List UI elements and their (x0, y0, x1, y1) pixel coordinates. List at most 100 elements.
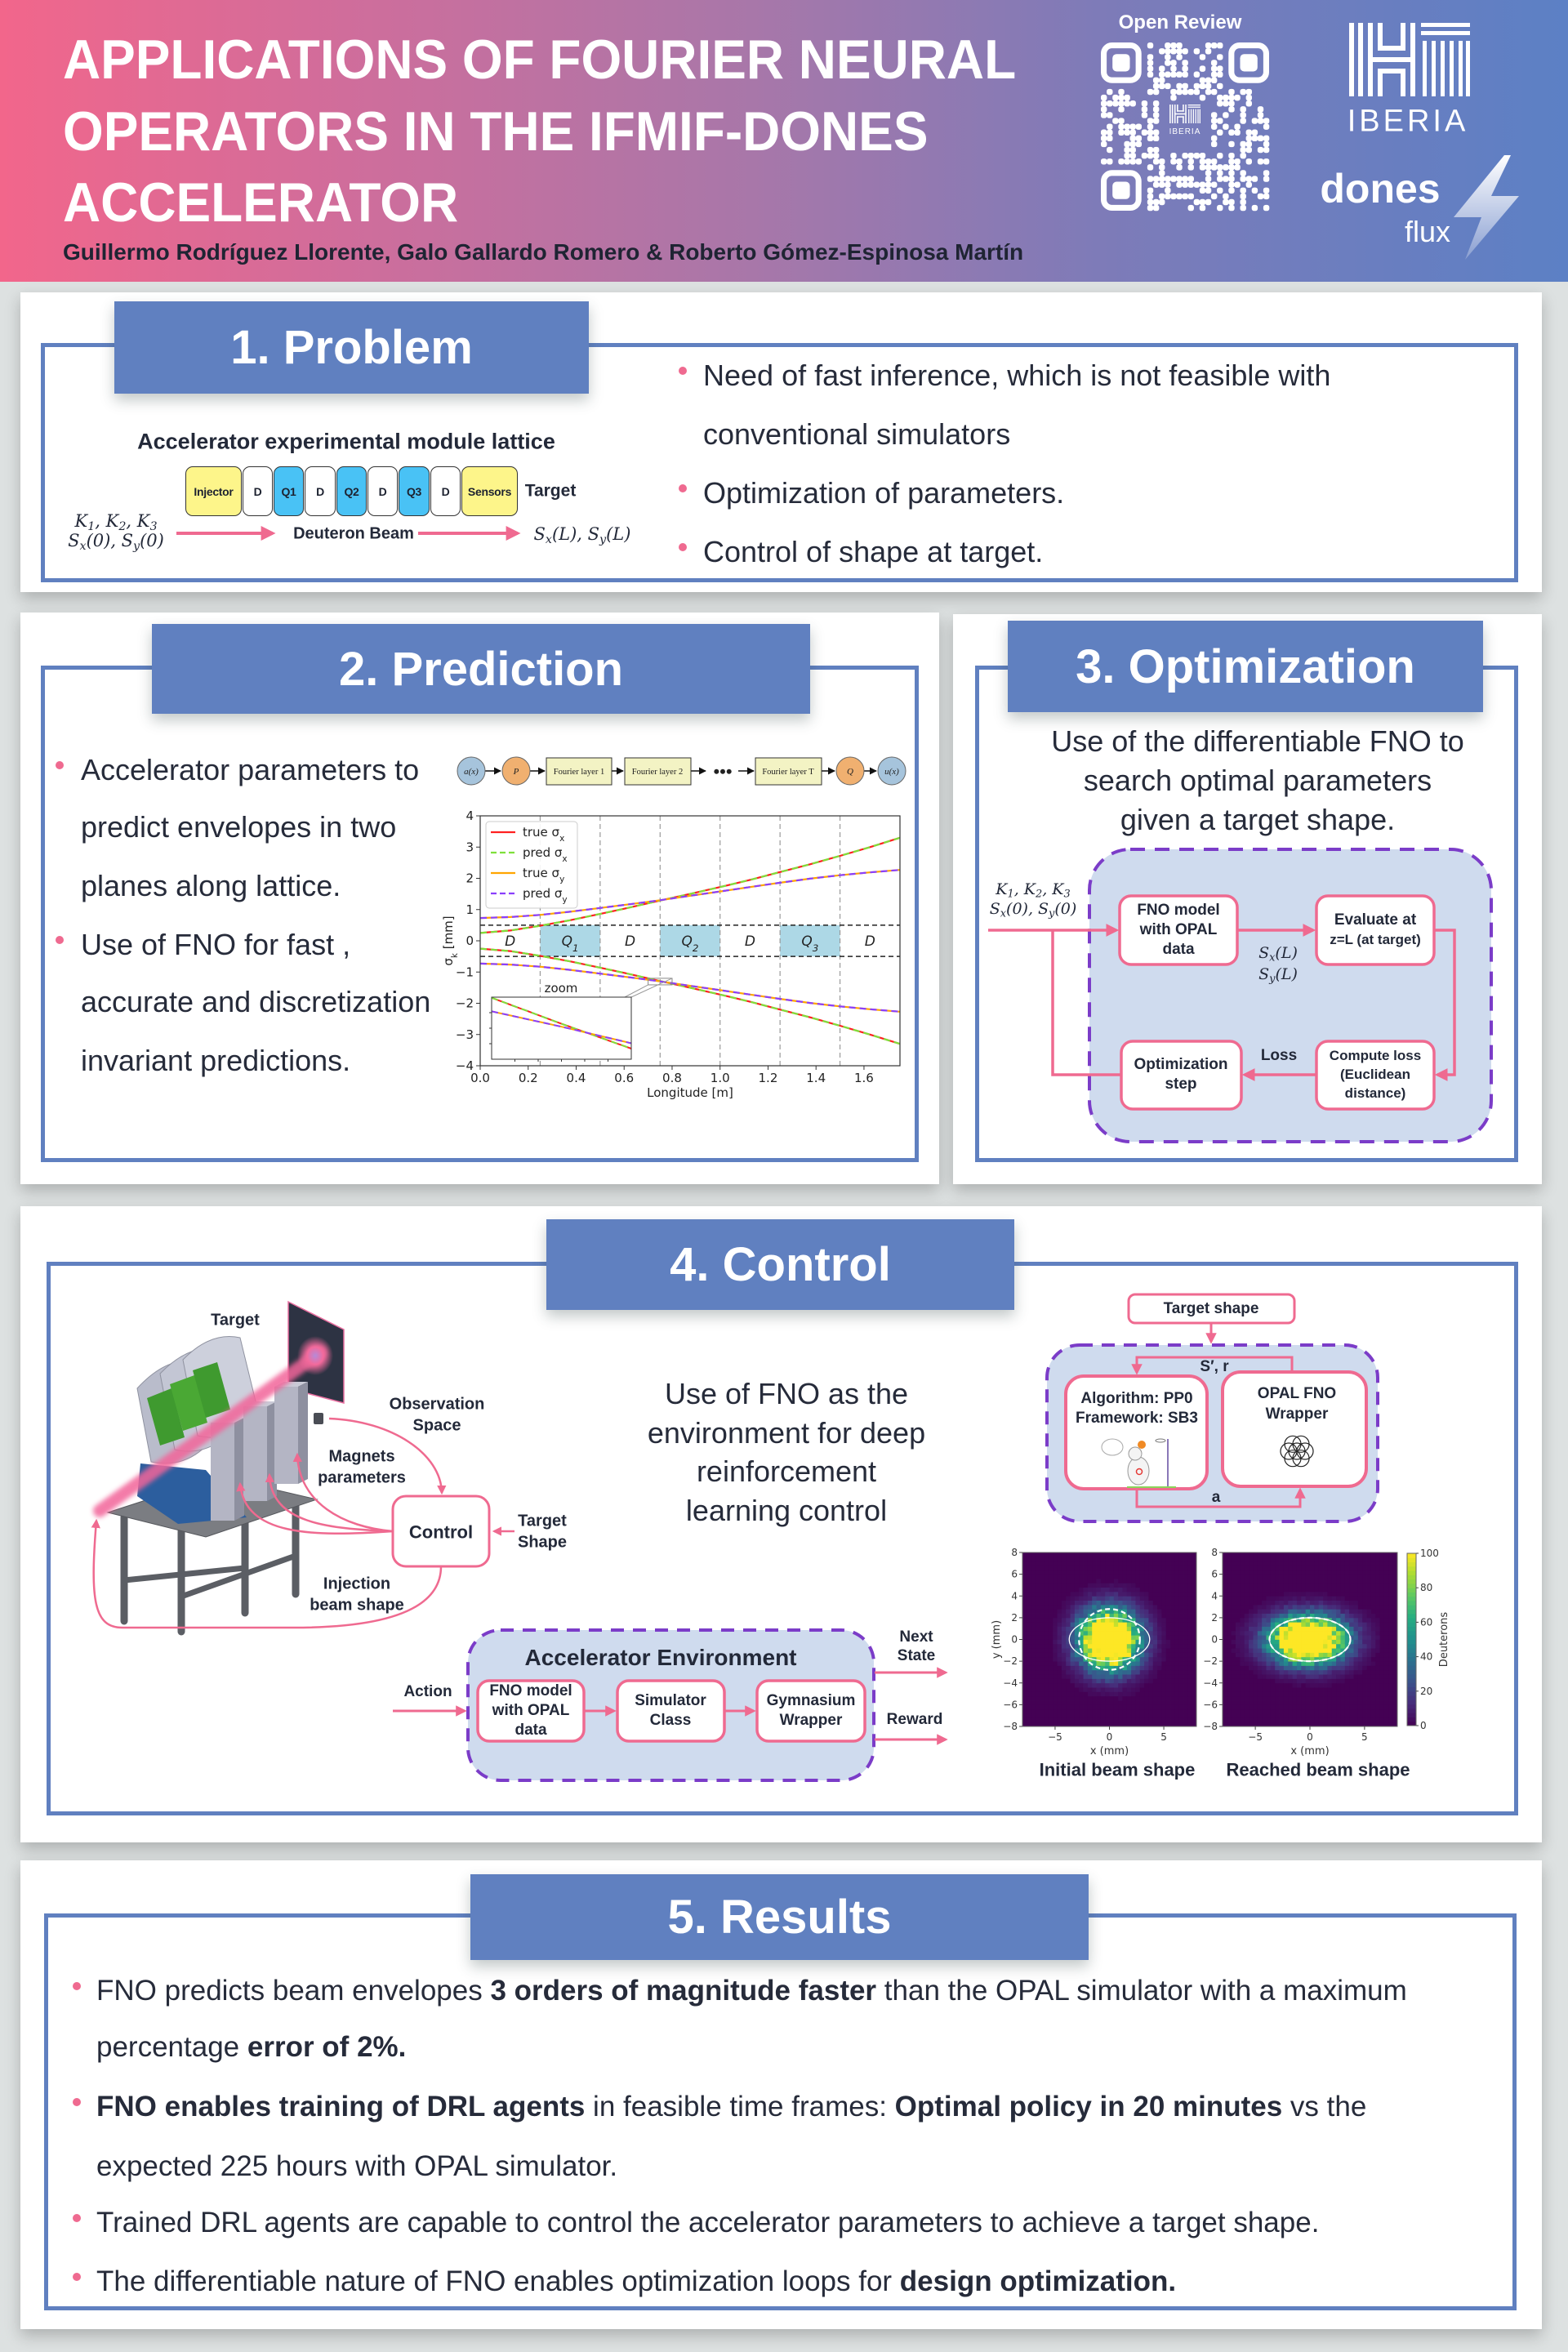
heatmap-cell (1349, 1561, 1354, 1566)
qr-module (1217, 129, 1223, 136)
qr-module (1234, 129, 1241, 136)
heatmap-cell (1183, 1630, 1188, 1636)
heatmap-cell (1283, 1678, 1289, 1684)
heatmap-cell (1379, 1643, 1385, 1649)
heatmap-cell (1165, 1587, 1171, 1592)
heatmap-cell (1053, 1656, 1058, 1662)
heatmap-cell (1079, 1596, 1084, 1601)
heatmap-cell (1148, 1626, 1154, 1632)
heatmap-cell (1392, 1596, 1398, 1601)
heatmap-cell (1314, 1661, 1320, 1666)
heatmap-cell (1152, 1639, 1158, 1645)
heatmap-cell (1331, 1669, 1337, 1675)
heatmap-cell (1057, 1552, 1062, 1557)
heatmap-cell (1053, 1669, 1058, 1675)
qr-module (1228, 152, 1235, 159)
heatmap-cell (1048, 1669, 1054, 1675)
heatmap-cell (1066, 1682, 1071, 1688)
heatmap-cell (1152, 1617, 1158, 1623)
heatmap-cell (1144, 1565, 1149, 1570)
heatmap-cell (1087, 1570, 1093, 1575)
heatmap-cell (1257, 1570, 1263, 1575)
heatmap-cell (1375, 1656, 1380, 1662)
heatmap-cell (1144, 1652, 1149, 1658)
heatmap-cell (1223, 1626, 1227, 1632)
text-segment: percentage (96, 2031, 247, 2063)
heatmap-cell (1314, 1622, 1320, 1627)
qr-module (1228, 106, 1235, 113)
heatmap-cell (1161, 1626, 1167, 1632)
heatmap-cell (1383, 1652, 1389, 1658)
heatmap-cell (1031, 1652, 1036, 1658)
heatmap-cell (1249, 1648, 1254, 1653)
heatmap-cell (1192, 1596, 1197, 1601)
qr-module (1159, 193, 1165, 200)
qr-module (1101, 112, 1107, 118)
qr-module (1210, 181, 1218, 188)
heatmap-cell (1165, 1717, 1171, 1723)
heatmap-cell (1379, 1656, 1385, 1662)
heatmap-cell (1070, 1626, 1076, 1632)
heatmap-cell (1048, 1695, 1054, 1701)
heatmap-cell (1266, 1565, 1272, 1570)
heatmap-cell (1109, 1609, 1115, 1614)
heatmap-cell (1192, 1678, 1197, 1684)
heatmap-cell (1157, 1630, 1162, 1636)
heatmap-cell (1383, 1687, 1389, 1692)
heatmap-cell (1187, 1570, 1193, 1575)
heatmap-cell (1183, 1695, 1188, 1701)
machine-crossbar (121, 1565, 248, 1584)
heatmap-cell (1283, 1656, 1289, 1662)
heatmap-cell (1296, 1665, 1302, 1671)
heatmap-cell (1292, 1552, 1298, 1557)
heatmap-cell (1048, 1665, 1054, 1671)
qr-module (1205, 170, 1212, 176)
heatmap-cell (1318, 1583, 1324, 1588)
heatmap-cell (1157, 1596, 1162, 1601)
heatmap-cell (1392, 1578, 1398, 1584)
heatmap-cell (1161, 1722, 1167, 1727)
heatmap-cell (1327, 1717, 1333, 1723)
heatmap-cell (1178, 1622, 1184, 1627)
text-segment: in feasible time frames: (585, 2091, 895, 2123)
heatmap-cell (1105, 1643, 1110, 1649)
heatmap-cell (1061, 1661, 1067, 1666)
heatmap-cell (1323, 1713, 1328, 1718)
heatmap-cell (1022, 1661, 1027, 1666)
heatmap-cell (1340, 1687, 1346, 1692)
zoom-region-indicator (648, 978, 673, 986)
heatmap-cell (1170, 1678, 1175, 1684)
heatmap-cell (1357, 1635, 1363, 1640)
heatmap-cell (1283, 1617, 1289, 1623)
heatmap-cell (1392, 1622, 1398, 1627)
heatmap-cell (1165, 1613, 1171, 1619)
heatmap-cell (1270, 1678, 1276, 1684)
heatmap-cell (1139, 1609, 1145, 1614)
section-title-optimization: 3. Optimization (1008, 621, 1483, 712)
heatmap-cell (1092, 1591, 1097, 1597)
supply-box (274, 1387, 298, 1484)
heatmap-cell (1183, 1656, 1188, 1662)
heatmap-cell (1357, 1682, 1363, 1688)
fourier-layer-box (755, 757, 822, 786)
heatmap-cell (1327, 1704, 1333, 1710)
heatmap-cell (1266, 1578, 1272, 1584)
heatmap-cell (1362, 1717, 1367, 1723)
heatmap-cell (1053, 1587, 1058, 1592)
heatmap-cell (1223, 1643, 1227, 1649)
heatmap-cell (1105, 1591, 1110, 1597)
heatmap-cell (1066, 1665, 1071, 1671)
heatmap-cell (1105, 1617, 1110, 1623)
heatmap-cell (1087, 1561, 1093, 1566)
heatmap-cell (1383, 1630, 1389, 1636)
x-tick-label: 1.2 (759, 1071, 778, 1085)
heatmap-cell (1192, 1609, 1197, 1614)
heatmap-cell (1383, 1669, 1389, 1675)
heatmap-cell (1323, 1695, 1328, 1701)
qr-module (1101, 106, 1107, 113)
heatmap-cell (1040, 1652, 1045, 1658)
heatmap-cell (1349, 1596, 1354, 1601)
heatmap-cell (1353, 1704, 1359, 1710)
heatmap-cell (1336, 1635, 1341, 1640)
heatmap-cell (1031, 1700, 1036, 1705)
